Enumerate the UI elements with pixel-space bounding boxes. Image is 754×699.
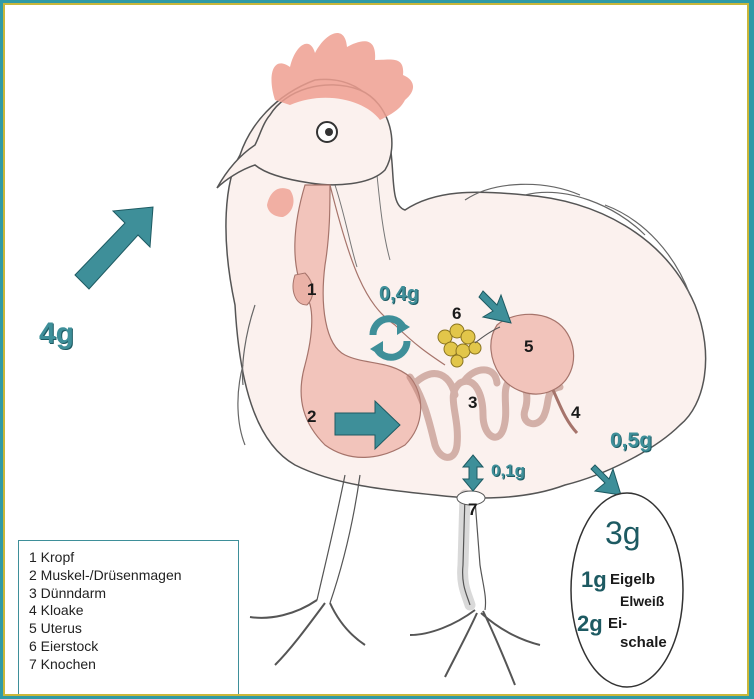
organ-number-3: 3 — [468, 394, 477, 411]
legend-item: 1 Kropf — [29, 549, 238, 567]
yolk-amount: 1g — [581, 567, 607, 593]
yolk-label: Eigelb — [610, 571, 655, 588]
organ-number-5: 5 — [524, 338, 533, 355]
diagram-canvas: 4g 0,4g 0,1g 0,5g 1 2 3 4 5 6 7 3g 1g Ei… — [3, 3, 749, 696]
left-foot — [410, 610, 540, 685]
right-leg — [317, 475, 345, 600]
shell-amount: 2g — [577, 611, 603, 637]
input-amount: 4g — [39, 317, 74, 351]
pupil — [325, 128, 333, 136]
shell-label-2: schale — [620, 634, 667, 651]
legend-item: 6 Eierstock — [29, 638, 238, 656]
right-foot — [250, 600, 365, 665]
legend-item: 5 Uterus — [29, 620, 238, 638]
legend-item: 2 Muskel-/Drüsenmagen — [29, 567, 238, 585]
metabolism-loss: 0,4g — [379, 283, 419, 306]
shell-label-1: Ei- — [608, 615, 627, 632]
white-label: Elweiß — [620, 593, 664, 609]
organ-number-2: 2 — [307, 408, 316, 425]
cloaca-loss: 0,5g — [610, 429, 652, 453]
organ-number-6: 6 — [452, 305, 461, 322]
legend: 1 Kropf 2 Muskel-/Drüsenmagen 3 Dünndarm… — [18, 540, 239, 696]
bone-loss: 0,1g — [491, 461, 525, 481]
input-arrow-icon — [75, 207, 153, 289]
legend-item: 4 Kloake — [29, 602, 238, 620]
organ-number-1: 1 — [307, 281, 316, 298]
legend-item: 7 Knochen — [29, 656, 238, 674]
organ-number-7: 7 — [468, 501, 477, 518]
egg-total: 3g — [605, 515, 641, 552]
organ-number-4: 4 — [571, 404, 580, 421]
legend-item: 3 Dünndarm — [29, 585, 238, 603]
right-leg-2 — [330, 475, 360, 603]
